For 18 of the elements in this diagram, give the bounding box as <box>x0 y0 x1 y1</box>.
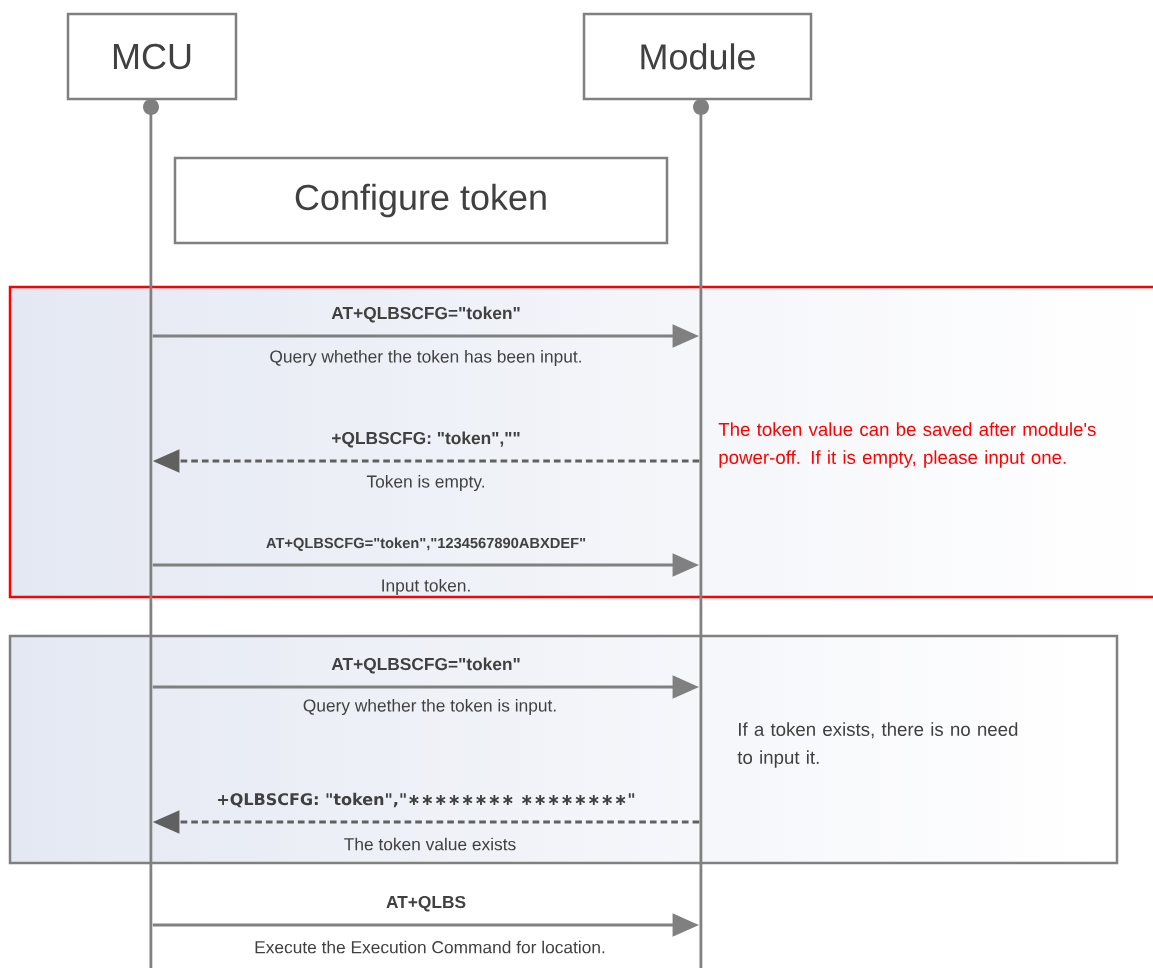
message-label: AT+QLBSCFG="token" <box>331 306 520 323</box>
message-label: +QLBSCFG: "token","∗∗∗∗∗∗∗∗ ∗∗∗∗∗∗∗∗" <box>218 792 635 808</box>
description-text: Execute the Execution Command for location. <box>255 940 605 954</box>
message-label: AT+QLBSCFG="token" <box>331 657 520 674</box>
message-label: +QLBSCFG: "token","" <box>332 431 520 448</box>
message-label: AT+QLBSCFG="token","1234567890ABXDEF" <box>266 537 586 551</box>
description-text: Input token. <box>382 578 470 596</box>
participant-box: Module <box>582 12 813 101</box>
participant-box: MCU <box>66 12 238 101</box>
message-label: AT+QLBS <box>386 895 466 912</box>
description-text: Query whether the token has been input. <box>270 349 581 367</box>
lifeline <box>693 99 709 968</box>
description-text: Query whether the token is input. <box>303 698 556 716</box>
lifeline <box>143 99 159 968</box>
description-text: The token value exists <box>344 837 516 851</box>
note-text: If a token exists, there is no need to input it. <box>737 722 1018 768</box>
title-box: Configure token <box>173 156 669 245</box>
description-text: Token is empty. <box>366 474 484 492</box>
